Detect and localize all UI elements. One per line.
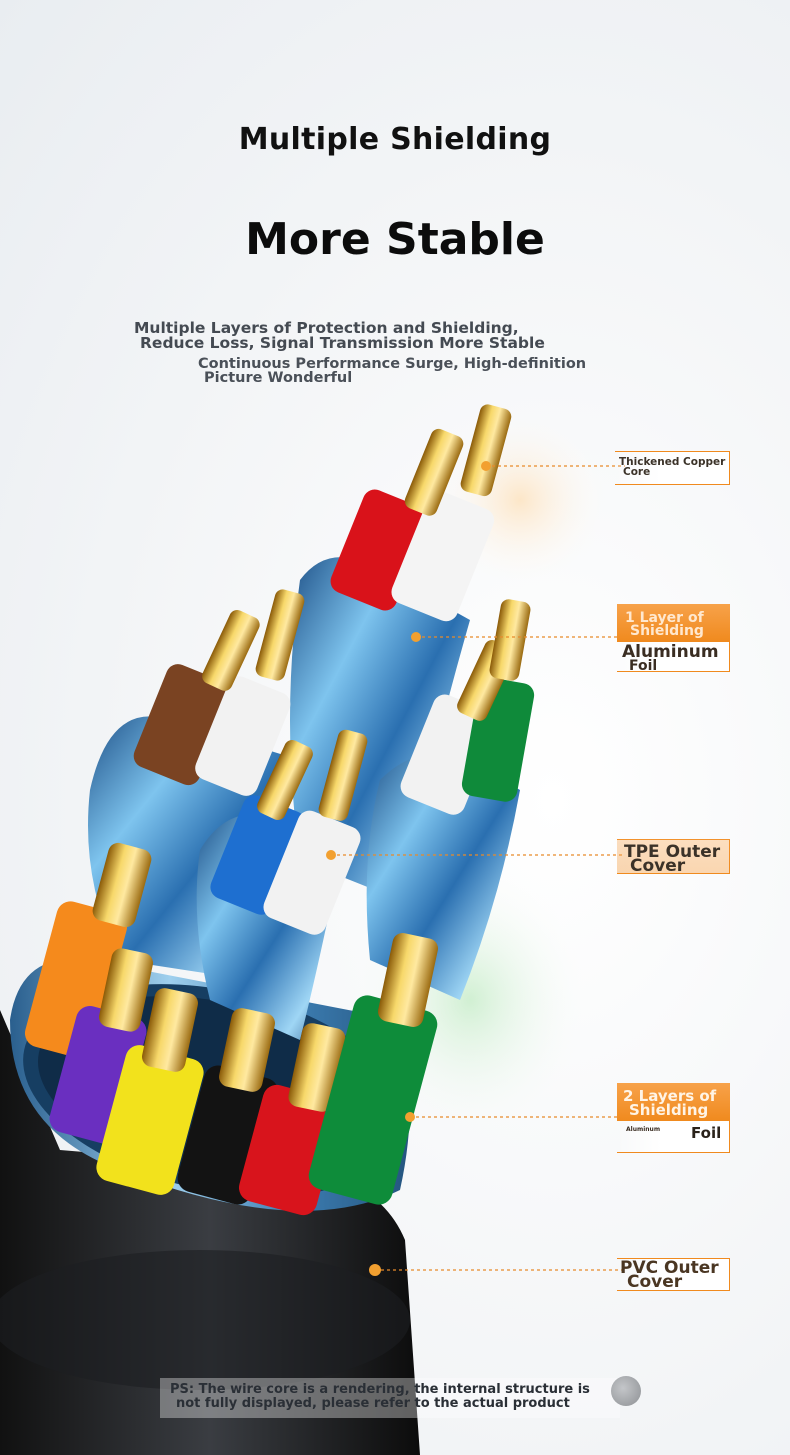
callout-copper-core [615,451,730,485]
description-line-2: Reduce Loss, Signal Transmission More St… [140,334,545,352]
callout-tpe-cover-line-2: Cover [630,856,686,876]
page-subtitle: More Stable [245,214,545,265]
callout-shielding-2-small: Aluminum [626,1126,661,1133]
footnote-line-1: PS: The wire core is a rendering, the in… [170,1382,590,1397]
description-line-3: Continuous Performance Surge, High-defin… [198,356,587,372]
description-line-1: Multiple Layers of Protection and Shield… [134,319,519,337]
callout-shielding-2-line-2: Shielding [629,1101,709,1119]
callout-aluminum-foil-line-2: Shielding [630,623,704,639]
callout-shielding-2-line-1: 2 Layers of [623,1087,717,1105]
callout-pvc-cover [617,1258,730,1291]
callout-aluminum-foil-line-4: Foil [629,658,658,674]
footnote-line-2: not fully displayed, please refer to the… [176,1396,570,1411]
callout-pvc-cover-line-1: PVC Outer [620,1258,719,1278]
callout-tpe-cover-line-1: TPE Outer [624,842,721,862]
page-title: Multiple Shielding [238,122,552,157]
callout-copper-core-line-1: Thickened Copper [619,456,726,468]
callout-tpe-cover [617,839,730,874]
description-line-4: Picture Wonderful [204,370,353,386]
callout-pvc-cover-line-2: Cover [627,1272,683,1292]
callout-aluminum-foil-line-1: 1 Layer of [625,610,704,626]
callout-aluminum-foil-line-3: Aluminum [622,642,719,662]
callout-shielding-2-line-3: Foil [691,1124,722,1142]
grey-dot-icon [611,1376,641,1406]
callout-copper-core-line-2: Core [623,466,651,478]
footnote-backdrop [160,1378,620,1418]
